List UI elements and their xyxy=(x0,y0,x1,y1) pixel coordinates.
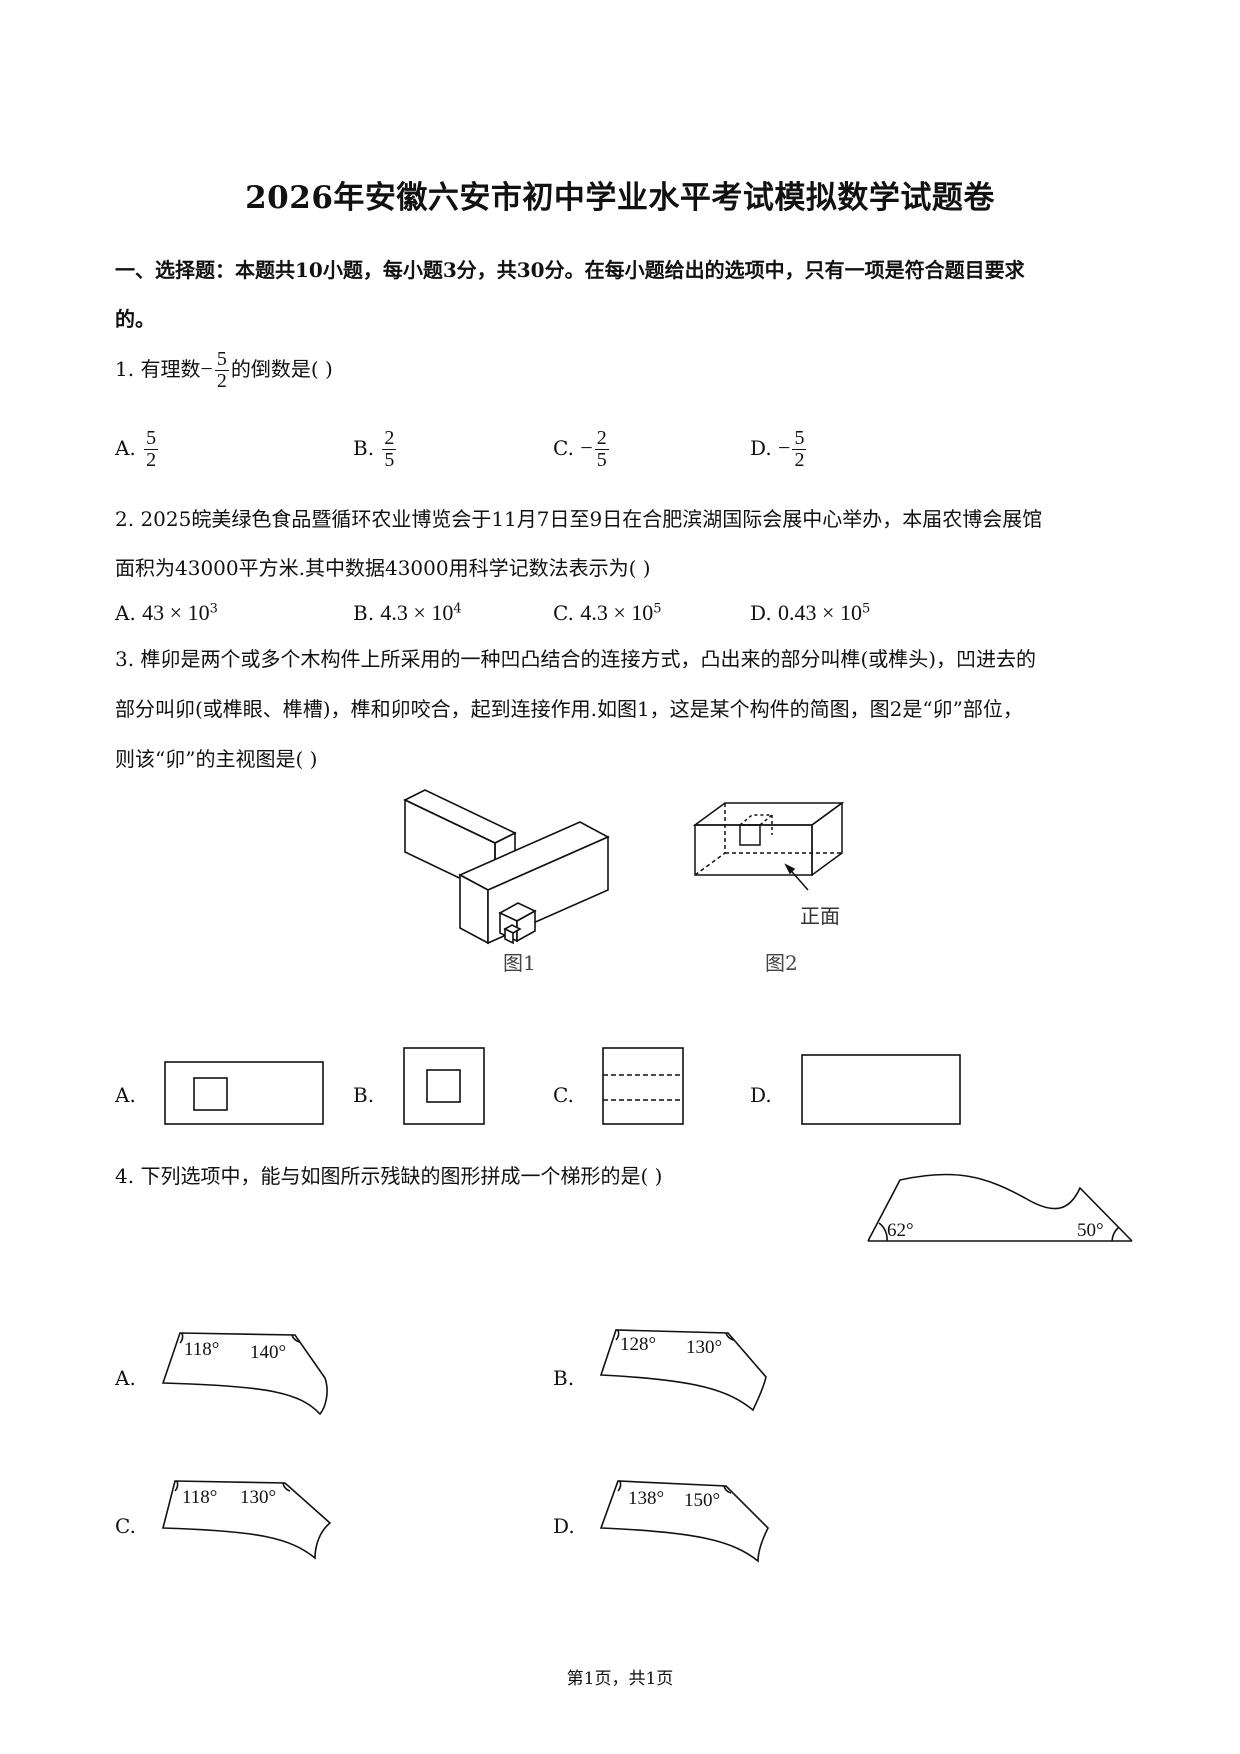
q4-option-a-angle-1: 118° xyxy=(184,1339,219,1360)
option-label: B. xyxy=(353,436,375,460)
q1-denominator: 2 xyxy=(216,370,227,392)
q1-numerator: 5 xyxy=(214,348,229,371)
question-3-line2: 部分叫卯(或榫眼、榫槽)，榫和卯咬合，起到连接作用.如图1，这是某个构件的简图，… xyxy=(115,697,1023,721)
section-header-line1: 一、选择题：本题共10小题，每小题3分，共30分。在每小题给出的选项中，只有一项… xyxy=(115,258,1025,282)
question-2-line1: 2. 2025皖美绿色食品暨循环农业博览会于11月7日至9日在合肥滨湖国际会展中… xyxy=(115,507,1043,531)
q4-figure-angle-left: 62° xyxy=(887,1220,914,1241)
q4-option-c-shape[interactable]: 118° 130° xyxy=(160,1473,335,1563)
denominator: 5 xyxy=(596,449,607,471)
option-label: C. xyxy=(553,436,574,460)
q3-option-d-view[interactable] xyxy=(801,1054,963,1127)
option-label: D. xyxy=(750,601,772,625)
q2-option-a[interactable]: A. 43 × 103 xyxy=(115,600,218,626)
q4-option-b-angle-1: 128° xyxy=(620,1334,656,1355)
q4-option-c-label[interactable]: C. xyxy=(115,1514,136,1538)
q3-option-d-label[interactable]: D. xyxy=(750,1083,772,1107)
q4-figure: 62° 50° xyxy=(867,1173,1133,1242)
denominator: 5 xyxy=(384,449,395,471)
q1-prefix: 1. 有理数 xyxy=(115,357,201,381)
question-2-line2: 面积为43000平方米.其中数据43000用科学记数法表示为( ) xyxy=(115,556,651,580)
q3-option-c-view[interactable] xyxy=(602,1047,686,1127)
option-base: 4.3 × 10 xyxy=(580,600,654,625)
question-3-line3: 则该“卯”的主视图是( ) xyxy=(115,747,318,771)
q4-option-d-shape[interactable]: 138° 150° xyxy=(598,1476,773,1566)
q1-suffix: 的倒数是( ) xyxy=(230,357,333,381)
q3-figure-2 xyxy=(692,801,845,891)
page-title: 2026年安徽六安市初中学业水平考试模拟数学试题卷 xyxy=(245,180,995,216)
option-label: D. xyxy=(750,436,772,460)
option-sign: − xyxy=(580,435,593,460)
option-exponent: 3 xyxy=(209,601,218,617)
option-base: 4.3 × 10 xyxy=(380,600,454,625)
q3-figure-1 xyxy=(403,789,610,945)
q3-fig2-caption: 图2 xyxy=(765,951,798,975)
denominator: 2 xyxy=(794,449,805,471)
numerator: 2 xyxy=(382,427,397,450)
q3-option-c-label[interactable]: C. xyxy=(553,1083,574,1107)
q4-option-b-angle-2: 130° xyxy=(686,1337,722,1358)
question-3-line1: 3. 榫卯是两个或多个木构件上所采用的一种凹凸结合的连接方式，凸出来的部分叫榫(… xyxy=(115,647,1037,671)
q3-option-a-view[interactable] xyxy=(164,1061,326,1127)
q3-option-b-view[interactable] xyxy=(403,1047,487,1127)
q3-option-b-label[interactable]: B. xyxy=(353,1083,375,1107)
option-label: A. xyxy=(115,601,136,625)
option-exponent: 5 xyxy=(653,601,662,617)
option-exponent: 5 xyxy=(861,601,871,617)
q2-option-c[interactable]: C. 4.3 × 105 xyxy=(553,600,662,626)
option-label: B. xyxy=(353,601,375,625)
section-header-line2: 的。 xyxy=(115,307,155,331)
option-base: 0.43 × 10 xyxy=(778,600,862,625)
q4-option-c-angle-2: 130° xyxy=(240,1487,276,1508)
q4-option-a-angle-2: 140° xyxy=(250,1342,286,1363)
numerator: 5 xyxy=(792,427,807,450)
q3-front-label: 正面 xyxy=(800,904,840,928)
q4-option-b-label[interactable]: B. xyxy=(553,1366,575,1390)
q2-option-d[interactable]: D. 0.43 × 105 xyxy=(750,600,870,626)
q4-option-a-label[interactable]: A. xyxy=(115,1366,136,1390)
q4-figure-angle-right: 50° xyxy=(1077,1220,1104,1241)
q4-option-a-shape[interactable]: 118° 140° xyxy=(160,1328,335,1418)
q4-option-b-shape[interactable]: 128° 130° xyxy=(598,1325,773,1415)
q2-option-b[interactable]: B. 4.3 × 104 xyxy=(353,600,462,626)
option-label: C. xyxy=(553,601,574,625)
q4-option-c-angle-1: 118° xyxy=(182,1487,217,1508)
q4-option-d-angle-1: 138° xyxy=(628,1488,664,1509)
numerator: 5 xyxy=(144,427,159,450)
q3-fig1-caption: 图1 xyxy=(503,951,536,975)
denominator: 2 xyxy=(146,449,157,471)
option-sign: − xyxy=(778,435,791,460)
option-base: 43 × 10 xyxy=(142,600,210,625)
q3-option-a-label[interactable]: A. xyxy=(115,1083,136,1107)
question-4-line1: 4. 下列选项中，能与如图所示残缺的图形拼成一个梯形的是( ) xyxy=(115,1164,663,1188)
q4-option-d-angle-2: 150° xyxy=(684,1490,720,1511)
q1-neg-sign: − xyxy=(200,356,213,381)
numerator: 2 xyxy=(594,427,609,450)
option-exponent: 4 xyxy=(453,601,462,617)
option-label: A. xyxy=(115,436,136,460)
page-footer: 第1页，共1页 xyxy=(566,1669,674,1689)
q4-option-d-label[interactable]: D. xyxy=(553,1514,575,1538)
